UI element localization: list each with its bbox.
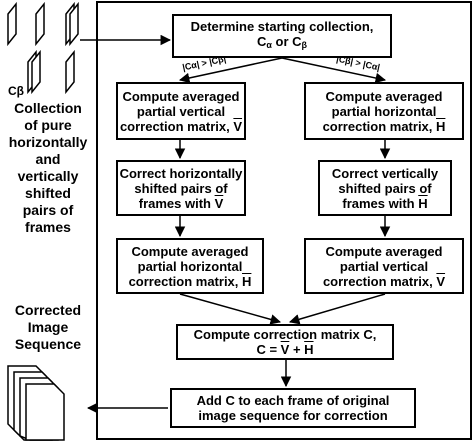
right3-line3-text: correction matrix, bbox=[322, 273, 437, 289]
right1-box: Compute averaged partial horizontal corr… bbox=[304, 82, 464, 140]
c-beta-label: Cβ bbox=[6, 66, 26, 100]
correction-sym1: V bbox=[280, 342, 290, 357]
arrow-right3-to-correction bbox=[288, 293, 386, 325]
collection-label: Collection of pure horizontally and vert… bbox=[8, 100, 88, 235]
right3-line3: correction matrix, V bbox=[323, 274, 445, 289]
c-alpha-main: C bbox=[256, 34, 267, 49]
corrected-frames-stack-icon bbox=[7, 365, 65, 441]
main-panel-border bbox=[96, 1, 472, 440]
corrected-sequence-label: Corrected Image Sequence bbox=[14, 302, 82, 352]
right2-symbol: H bbox=[418, 195, 428, 211]
left1-line3-text: correction matrix, bbox=[119, 118, 234, 134]
arrow-left3-to-correction bbox=[179, 293, 282, 325]
right1-line2: partial horizontal bbox=[331, 103, 437, 119]
c-beta-main: C bbox=[292, 34, 302, 49]
left1-symbol: V bbox=[233, 118, 243, 134]
left3-symbol: H bbox=[242, 273, 252, 289]
right2-line1: Correct vertically bbox=[331, 165, 439, 181]
right1-line3-text: correction matrix, bbox=[322, 118, 437, 134]
right3-line1: Compute averaged bbox=[325, 243, 443, 259]
left3-line3-text: correction matrix, bbox=[128, 273, 243, 289]
correction-line2: C = V + H bbox=[256, 342, 313, 357]
correction-plus: + bbox=[289, 342, 305, 357]
alpha-sub: α bbox=[266, 40, 272, 50]
right1-line3: correction matrix, H bbox=[323, 119, 446, 134]
left3-line2: partial horizontal bbox=[137, 258, 243, 274]
left2-line1: Correct horizontally bbox=[119, 165, 243, 181]
left1-line1: Compute averaged bbox=[122, 88, 240, 104]
correction-prefix: C = bbox=[256, 342, 281, 357]
c-beta-text: Cβ bbox=[8, 84, 24, 98]
right3-box: Compute averaged partial vertical correc… bbox=[304, 238, 464, 294]
add-line2: image sequence for correction bbox=[198, 408, 388, 423]
left2-line3-text: frames with bbox=[138, 195, 215, 211]
add-box: Add C to each frame of original image se… bbox=[170, 388, 416, 428]
arrow-start-to-right1 bbox=[281, 57, 387, 84]
beta-sub: β bbox=[301, 40, 308, 50]
left3-line3: correction matrix, H bbox=[129, 274, 252, 289]
right1-symbol: H bbox=[436, 118, 446, 134]
start-box: Determine starting collection, Cα or Cβ bbox=[172, 14, 392, 58]
left2-box: Correct horizontally shifted pairs of fr… bbox=[116, 160, 246, 216]
left1-line3: correction matrix, V bbox=[120, 119, 242, 134]
left3-line1: Compute averaged bbox=[131, 243, 249, 259]
right2-line3: frames with H bbox=[342, 196, 427, 211]
right2-line3-text: frames with bbox=[342, 195, 419, 211]
start-line2: Cα or Cβ bbox=[257, 34, 307, 53]
left1-box: Compute averaged partial vertical correc… bbox=[116, 82, 246, 140]
add-line1: Add C to each frame of original bbox=[196, 393, 390, 408]
right3-symbol: V bbox=[436, 273, 446, 289]
left3-box: Compute averaged partial horizontal corr… bbox=[116, 238, 264, 294]
correction-sym2: H bbox=[304, 342, 314, 357]
left2-symbol: V bbox=[214, 195, 224, 211]
right1-line1: Compute averaged bbox=[325, 88, 443, 104]
right2-line2: shifted pairs of bbox=[338, 180, 432, 196]
frame-stack-icon-top bbox=[7, 1, 79, 47]
right2-box: Correct vertically shifted pairs of fram… bbox=[318, 160, 452, 216]
correction-box: Compute correction matrix C, C = V + H bbox=[176, 324, 394, 360]
left2-line3: frames with V bbox=[139, 196, 224, 211]
left1-line2: partial vertical bbox=[136, 103, 226, 119]
correction-line1: Compute correction matrix C, bbox=[193, 327, 377, 342]
start-line1: Determine starting collection, bbox=[190, 19, 374, 34]
right3-line2: partial vertical bbox=[339, 258, 429, 274]
or-text: or bbox=[271, 34, 293, 49]
arrow-start-to-left1 bbox=[178, 57, 283, 84]
frame-stack-icon-mid bbox=[27, 49, 75, 95]
left2-line2: shifted pairs of bbox=[134, 180, 228, 196]
